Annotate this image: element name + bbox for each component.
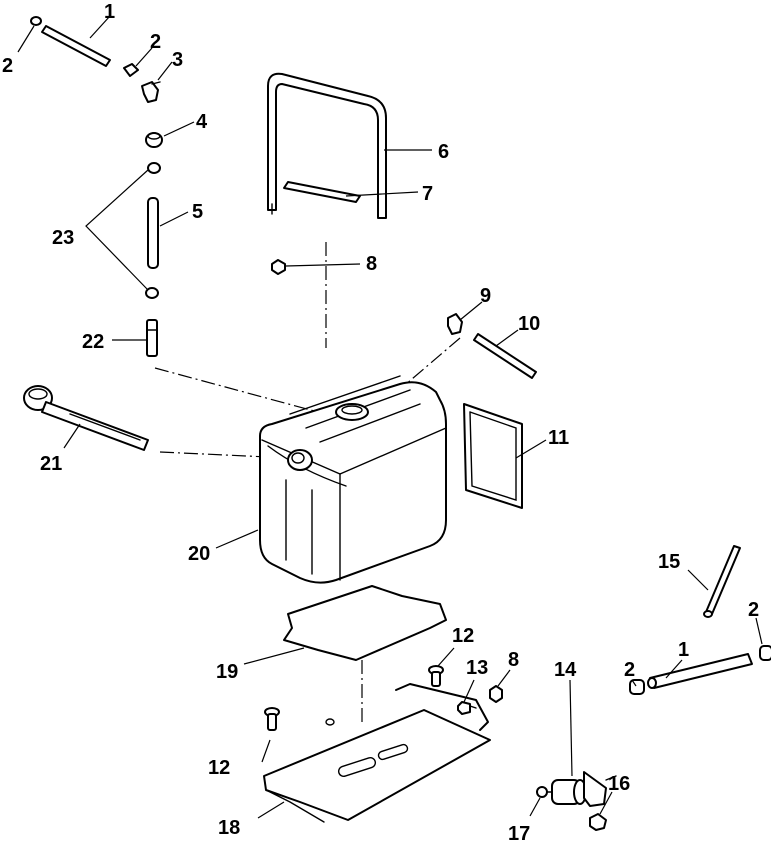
callout-1-top: 1 (104, 1, 115, 23)
callout-12-right: 12 (452, 625, 474, 647)
washer-17 (536, 786, 548, 798)
callout-14: 14 (554, 659, 577, 681)
cap-2-lower-right (759, 645, 771, 661)
rod-1-top (30, 16, 111, 67)
callout-13: 13 (466, 657, 488, 679)
screw-16 (589, 813, 607, 831)
callout-6: 6 (438, 141, 449, 163)
leader-lines (17, 15, 763, 819)
callout-2-top: 2 (150, 31, 161, 53)
center-line-fitting (154, 367, 319, 413)
tank-pad-19 (283, 585, 447, 661)
fuel-tank-20 (259, 375, 447, 584)
callout-4: 4 (196, 111, 208, 133)
callout-21: 21 (40, 453, 62, 475)
callout-9: 9 (480, 285, 491, 307)
elbow-fitting-3 (141, 81, 161, 103)
tank-strap-bracket-6 (267, 72, 387, 219)
callout-2-lower-left: 2 (624, 659, 635, 681)
callout-18: 18 (218, 817, 240, 839)
callout-2-lower-right: 2 (748, 599, 759, 621)
pin-15 (703, 545, 741, 618)
callout-10: 10 (518, 313, 540, 335)
tank-tray-18 (263, 683, 491, 823)
fuel-gauge-sender-21 (23, 385, 149, 451)
callout-8-top: 8 (366, 253, 377, 275)
grommet-4 (145, 132, 163, 148)
callout-1-lower: 1 (678, 639, 689, 661)
callout-2-top-left: 2 (2, 55, 13, 77)
bolt-13 (457, 701, 477, 715)
cap-2-lower-left (629, 679, 645, 695)
callout-17: 17 (508, 823, 530, 842)
callout-8-lower: 8 (508, 649, 519, 671)
cap-23-lower (145, 287, 159, 299)
pad-strip-7 (283, 181, 361, 203)
elbow-fitting-9 (447, 313, 463, 335)
callout-7: 7 (422, 183, 433, 205)
nut-8-top (271, 259, 286, 275)
rod-1-lower (647, 653, 753, 689)
callout-19: 19 (216, 661, 238, 683)
callout-23: 23 (52, 227, 74, 249)
center-line-elbow (377, 337, 461, 409)
callout-15: 15 (658, 551, 680, 573)
callout-16: 16 (608, 773, 630, 795)
nut-8-lower (489, 685, 503, 703)
callout-22: 22 (82, 331, 104, 353)
tube-5 (147, 197, 159, 269)
pad-11 (463, 403, 523, 509)
shutoff-valve-14 (543, 771, 617, 807)
callout-3: 3 (172, 49, 183, 71)
callout-20: 20 (188, 543, 210, 565)
cap-23-upper (147, 162, 161, 174)
fitting-22 (146, 319, 158, 357)
bolt-12-left (264, 707, 280, 731)
callout-12-left: 12 (208, 757, 230, 779)
callout-11: 11 (548, 427, 569, 449)
bolt-12-right (428, 665, 444, 687)
callout-5: 5 (192, 201, 203, 223)
hose-10 (473, 333, 537, 379)
cap-2-top (123, 63, 139, 77)
